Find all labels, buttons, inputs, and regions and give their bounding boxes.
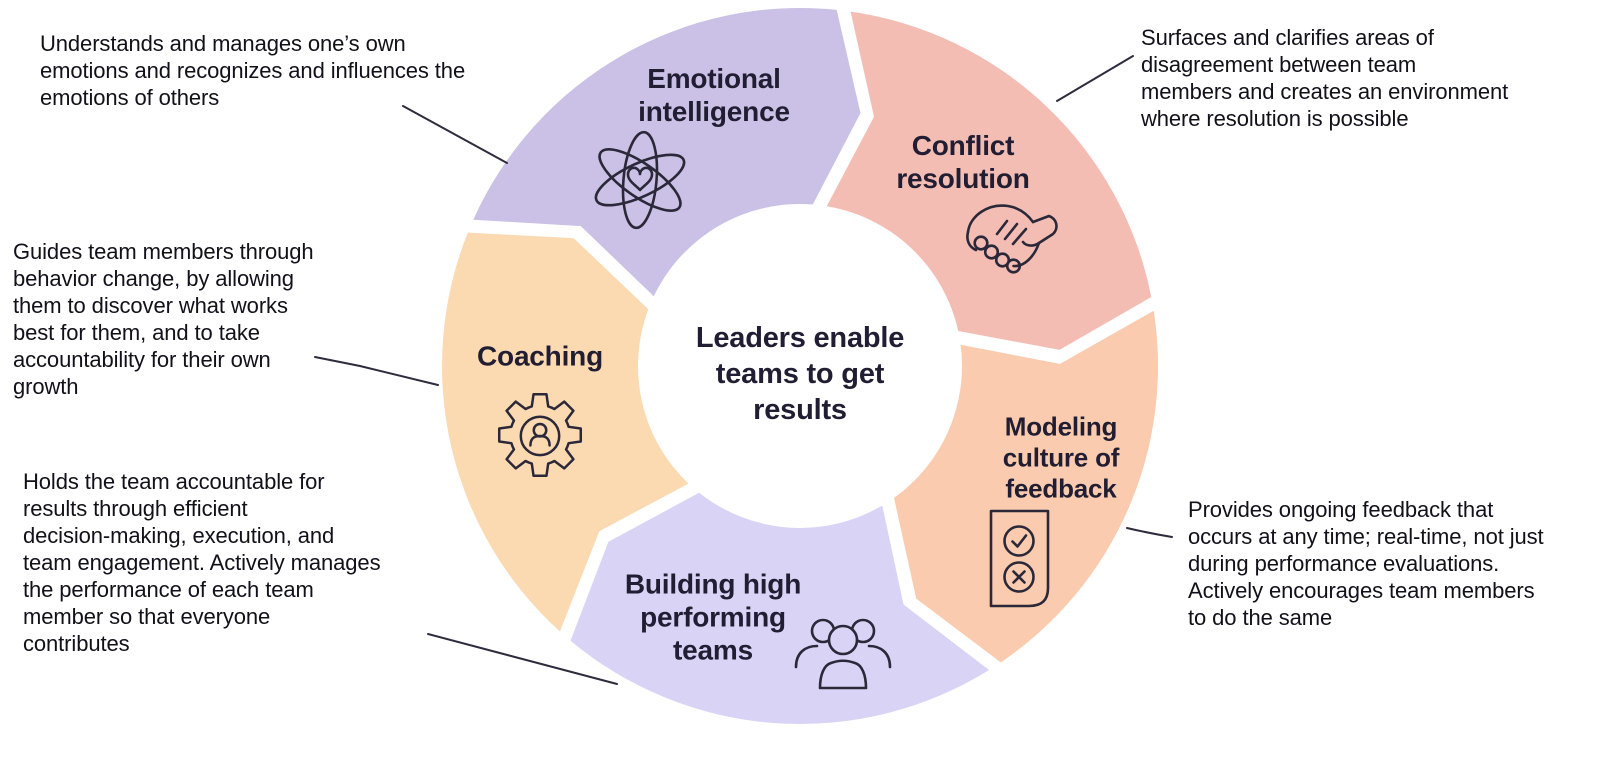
feedback-checklist-icon bbox=[989, 509, 1050, 608]
segment-emotional-intelligence bbox=[473, 8, 861, 297]
segment-building-high-performing-teams bbox=[570, 492, 990, 724]
label-conflict-resolution: Conflict resolution bbox=[896, 130, 1030, 194]
leader-line-emotional-intelligence bbox=[402, 105, 508, 164]
team-icon bbox=[794, 618, 892, 690]
annotation-coaching: Guides team members through behavior cha… bbox=[13, 239, 314, 399]
label-building-high-performing-teams: Building high performing teams bbox=[624, 568, 802, 666]
annotation-building-high-performing-teams: Holds the team accountable for results t… bbox=[23, 469, 381, 656]
label-modeling-culture-of-feedback: Modeling culture of feedback bbox=[1002, 411, 1120, 504]
leader-line-conflict-resolution bbox=[1056, 55, 1134, 102]
gear-person-icon bbox=[497, 392, 583, 478]
annotation-modeling-culture-of-feedback: Provides ongoing feedback that occurs at… bbox=[1188, 497, 1544, 630]
center-title: Leaders enable teams to get results bbox=[695, 322, 905, 426]
segment-conflict-resolution bbox=[826, 11, 1152, 350]
leader-line-coaching bbox=[314, 356, 439, 386]
segment-coaching bbox=[442, 232, 689, 632]
leader-line-building-high-performing-teams bbox=[427, 633, 618, 685]
label-emotional-intelligence: Emotional intelligence bbox=[638, 63, 790, 127]
donut-segments bbox=[442, 8, 1158, 724]
atom-heart-icon bbox=[594, 130, 686, 230]
handshake-icon bbox=[966, 204, 1058, 274]
segment-modeling-culture-of-feedback bbox=[894, 310, 1158, 663]
leader-line-modeling-culture-of-feedback bbox=[1126, 527, 1173, 538]
annotation-conflict-resolution: Surfaces and clarifies areas of disagree… bbox=[1141, 25, 1509, 131]
annotation-emotional-intelligence: Understands and manages one’s own emotio… bbox=[40, 31, 466, 110]
label-coaching: Coaching bbox=[477, 340, 603, 372]
